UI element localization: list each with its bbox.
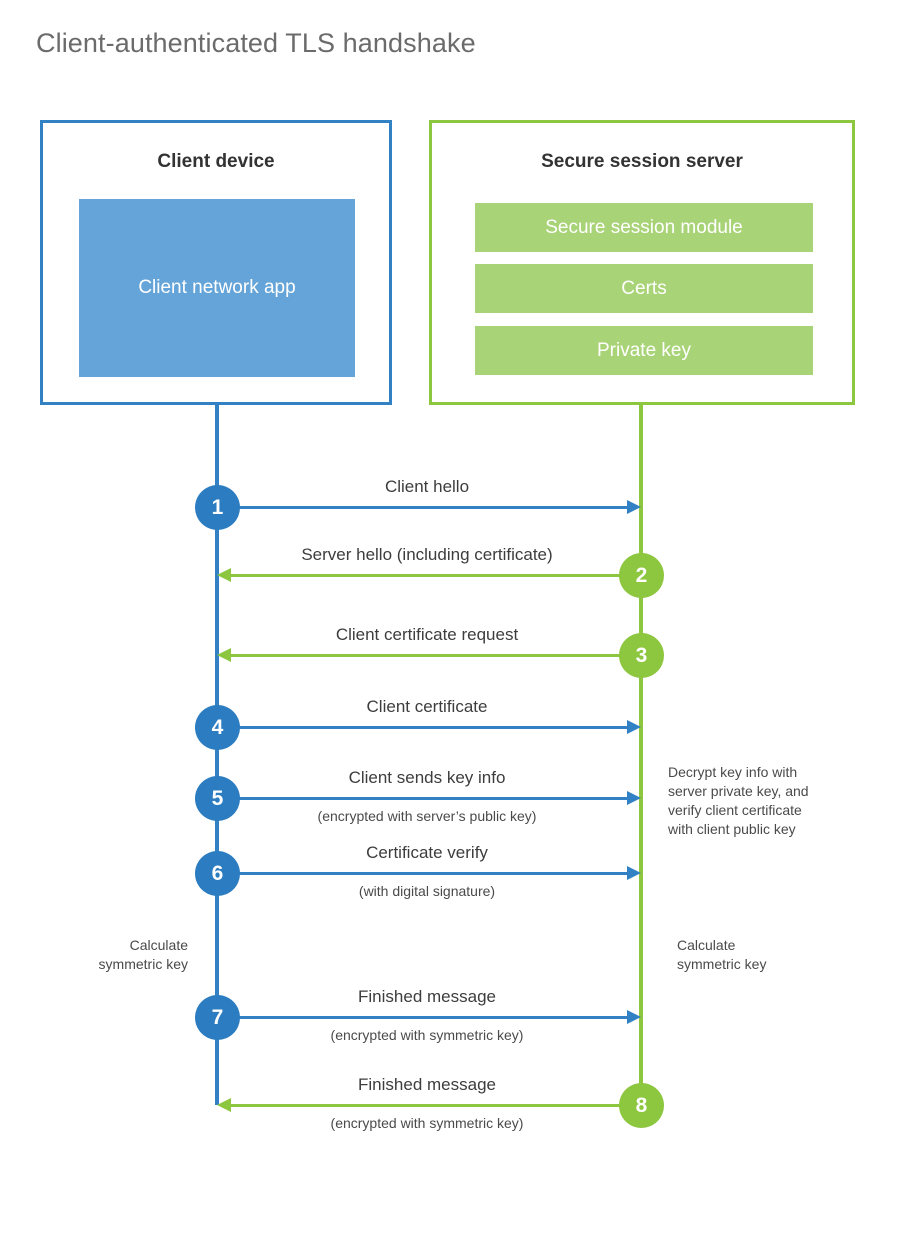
message-arrow-head-4 <box>627 720 641 734</box>
note-server-decrypt-key-info: Decrypt key info with server private key… <box>668 764 809 837</box>
step-circle-7: 7 <box>195 995 240 1040</box>
server-block-private-key: Private key <box>475 326 813 375</box>
message-arrow-line-5 <box>217 797 635 800</box>
client-device-title: Client device <box>157 151 275 172</box>
message-sublabel-5: (encrypted with server’s public key) <box>317 808 537 824</box>
message-label-8: Finished message <box>358 1075 496 1094</box>
message-arrow-line-6 <box>217 872 635 875</box>
page-title: Client-authenticated TLS handshake <box>36 28 476 58</box>
message-sublabel-7: (encrypted with symmetric key) <box>330 1027 524 1043</box>
message-label-1: Client hello <box>384 477 470 496</box>
step-circle-2: 2 <box>619 553 664 598</box>
message-label-6: Certificate verify <box>366 843 488 862</box>
message-arrow-line-8 <box>223 1104 641 1107</box>
message-arrow-line-1 <box>217 506 635 509</box>
note-server-calculate-symmetric-key: Calculate symmetric key <box>677 937 767 972</box>
message-label-3: Client certificate request <box>335 625 519 644</box>
message-label-4: Client certificate <box>366 697 488 716</box>
message-label-7: Finished message <box>358 987 496 1006</box>
server-lifeline <box>639 405 643 1105</box>
client-lifeline <box>215 405 219 1105</box>
client-network-app-block: Client network app <box>79 199 355 377</box>
message-arrow-head-6 <box>627 866 641 880</box>
secure-session-server-box: Secure session server Secure session mod… <box>429 120 855 405</box>
message-sublabel-8: (encrypted with symmetric key) <box>330 1115 524 1131</box>
step-circle-4: 4 <box>195 705 240 750</box>
message-arrow-head-1 <box>627 500 641 514</box>
step-circle-1: 1 <box>195 485 240 530</box>
step-circle-5: 5 <box>195 776 240 821</box>
message-arrow-head-7 <box>627 1010 641 1024</box>
message-label-2: Server hello (including certificate) <box>301 545 553 564</box>
message-arrow-head-8 <box>217 1098 231 1112</box>
message-arrow-head-2 <box>217 568 231 582</box>
message-sublabel-6: (with digital signature) <box>358 883 496 899</box>
step-circle-3: 3 <box>619 633 664 678</box>
step-circle-6: 6 <box>195 851 240 896</box>
message-arrow-line-3 <box>223 654 641 657</box>
client-device-box: Client device Client network app <box>40 120 392 405</box>
note-client-calculate-symmetric-key: Calculate symmetric key <box>98 937 188 972</box>
message-arrow-line-7 <box>217 1016 635 1019</box>
message-arrow-head-3 <box>217 648 231 662</box>
message-arrow-line-4 <box>217 726 635 729</box>
message-label-5: Client sends key info <box>348 768 506 787</box>
message-arrow-head-5 <box>627 791 641 805</box>
server-block-certs: Certs <box>475 264 813 313</box>
message-arrow-line-2 <box>223 574 641 577</box>
step-circle-8: 8 <box>619 1083 664 1128</box>
server-block-secure-session-module: Secure session module <box>475 203 813 252</box>
secure-session-server-title: Secure session server <box>541 151 743 172</box>
